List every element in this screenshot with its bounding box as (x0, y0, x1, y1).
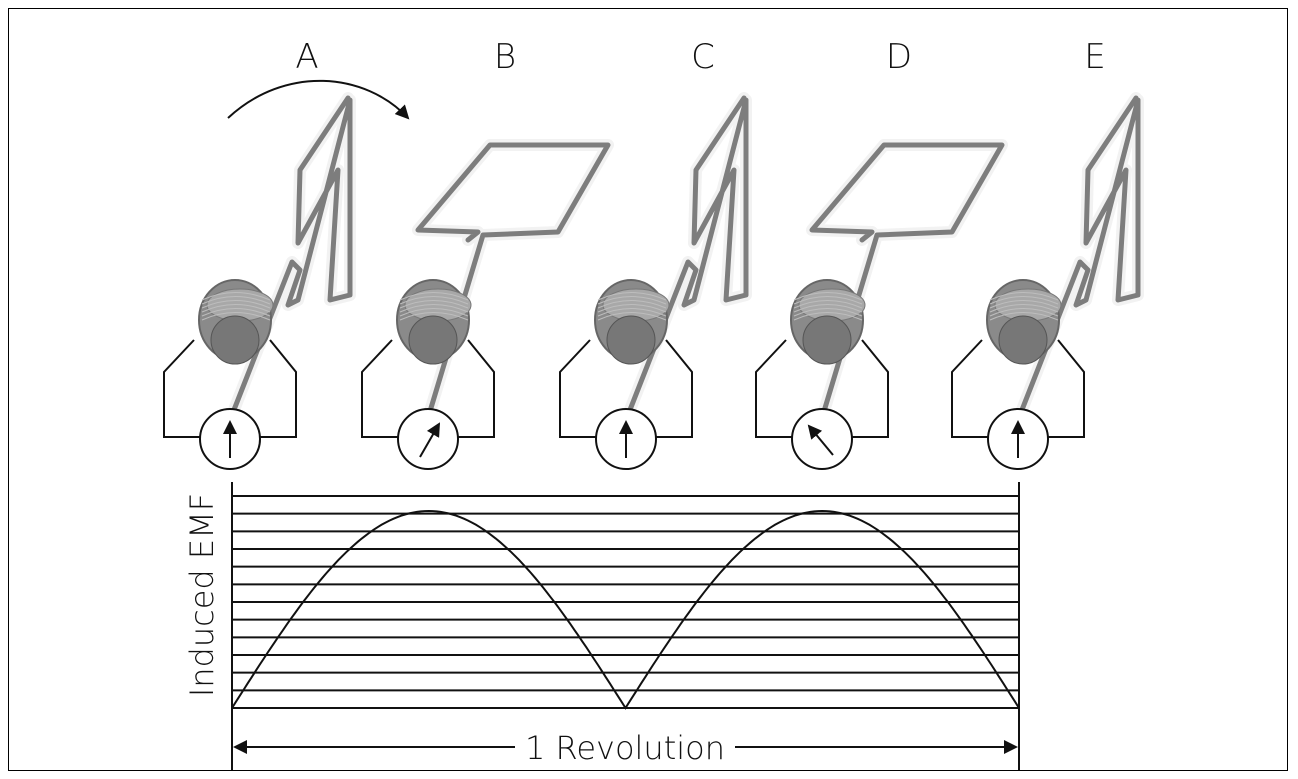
meter-dial (791, 408, 853, 470)
slip-ring (790, 279, 866, 365)
loop-wire (227, 95, 353, 423)
coil-winding (989, 308, 1059, 317)
stage-label: A (295, 37, 318, 77)
stage-c: C (559, 37, 752, 470)
stages-layer: A B C D E (163, 37, 1144, 470)
meter-needle (807, 424, 834, 456)
coil-winding (793, 296, 863, 305)
ring-hole (998, 315, 1048, 365)
loop-wire-glow (412, 139, 614, 424)
ring-hole (606, 315, 656, 365)
ring-hole (802, 315, 852, 365)
circuit-wire (755, 339, 889, 438)
galvanometer (791, 408, 853, 470)
coil-winding (989, 292, 1059, 301)
galvanometer (987, 408, 1049, 470)
revolution-label: 1 Revolution (525, 729, 725, 767)
coil-winding (989, 304, 1059, 313)
circuit-wire (951, 339, 1085, 438)
loop-wire (415, 142, 611, 421)
coil-winding (793, 308, 863, 317)
coil-winding (989, 300, 1059, 309)
circuit-wire (163, 339, 297, 438)
stage-b: B (361, 37, 614, 470)
coil-winding (399, 304, 469, 313)
stage-label: C (691, 37, 715, 77)
coil-winding (399, 308, 469, 317)
coil-winding (201, 300, 271, 309)
ring-hole (408, 315, 458, 365)
graph-gridlines (232, 495, 1019, 709)
galvanometer (595, 408, 657, 470)
stage-a: A (163, 37, 356, 470)
slip-ring (198, 279, 274, 365)
coil-winding (597, 312, 667, 321)
stage-e: E (951, 37, 1144, 470)
stage-label: D (886, 37, 912, 77)
loop-wire (1015, 95, 1141, 423)
galvanometer (397, 408, 459, 470)
slip-ring (594, 279, 670, 365)
slip-ring (986, 279, 1062, 365)
stage-label: E (1084, 37, 1105, 77)
circuit-wire (559, 339, 693, 438)
coil-winding (399, 312, 469, 321)
circuit-wire (361, 339, 495, 438)
coil-winding (201, 296, 271, 305)
coil-winding (201, 292, 271, 301)
loop-wire-glow (806, 139, 1008, 424)
loop-wire (809, 142, 1005, 421)
coil-winding (793, 304, 863, 313)
emf-graph: Induced EMF (183, 482, 1020, 712)
slip-ring (396, 279, 472, 365)
coil-winding (597, 300, 667, 309)
loop-wire (623, 95, 749, 423)
rotation-arrow (227, 79, 410, 120)
coil-winding (597, 296, 667, 305)
galvanometer (199, 408, 261, 470)
figure-frame (8, 8, 1288, 771)
stage-label: B (494, 37, 516, 77)
stage-d: D (755, 37, 1008, 470)
coil-winding (989, 296, 1059, 305)
coil-winding (201, 312, 271, 321)
meter-needle (419, 422, 440, 458)
coil-winding (597, 308, 667, 317)
meter-dial (397, 408, 459, 470)
revolution-dimension: 1 Revolution (231, 712, 1020, 770)
coil-winding (597, 292, 667, 301)
coil-winding (399, 296, 469, 305)
coil-winding (201, 308, 271, 317)
coil-winding (793, 300, 863, 309)
coil-winding (989, 312, 1059, 321)
coil-winding (597, 304, 667, 313)
coil-winding (793, 292, 863, 301)
coil-winding (793, 312, 863, 321)
graph-y-label: Induced EMF (183, 493, 221, 697)
coil-winding (201, 304, 271, 313)
ring-hole (210, 315, 260, 365)
coil-winding (399, 300, 469, 309)
coil-winding (399, 292, 469, 301)
emf-curve (231, 509, 1020, 710)
